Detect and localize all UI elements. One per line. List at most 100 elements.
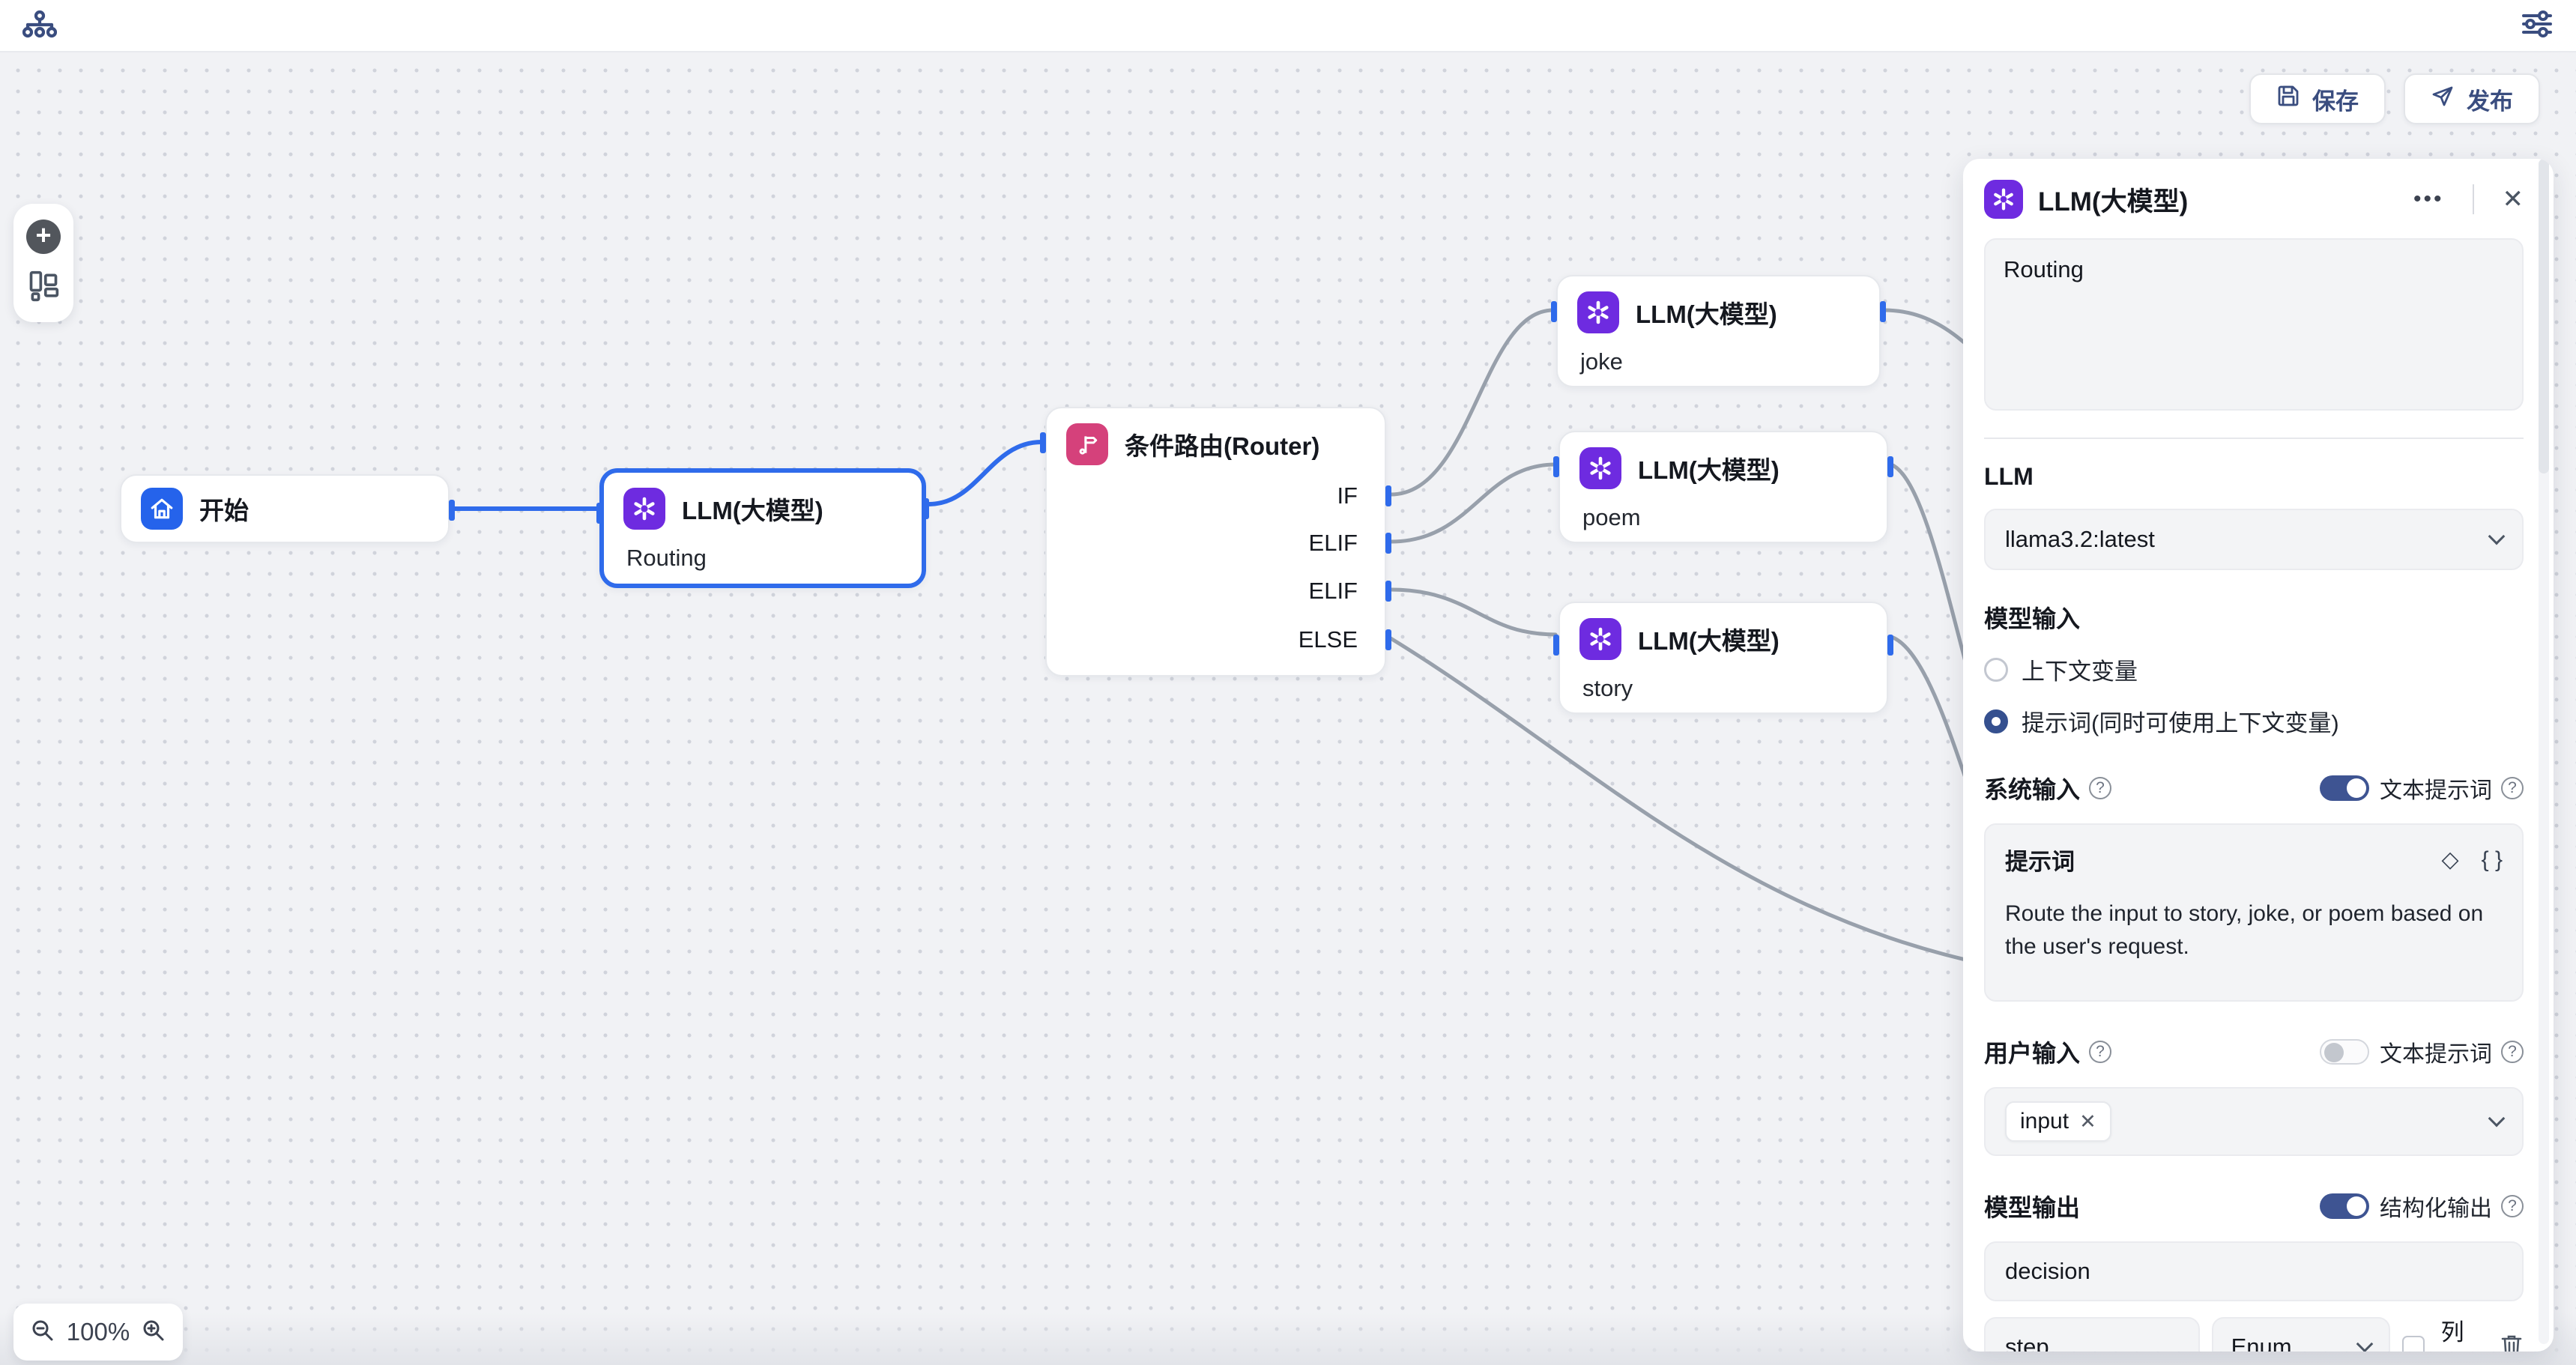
add-node-button[interactable]: + — [26, 220, 61, 254]
help-icon[interactable]: ? — [2089, 1041, 2112, 1063]
help-icon[interactable]: ? — [2501, 1041, 2524, 1063]
radio-context-variable[interactable]: 上下文变量 — [1984, 653, 2524, 686]
output-handle[interactable] — [923, 498, 929, 519]
auto-layout-button[interactable] — [27, 270, 60, 306]
user-input-label: 用户输入 — [1984, 1040, 2081, 1067]
prompt-label: 提示词 — [2005, 849, 2075, 875]
node-subtitle: story — [1582, 675, 1633, 701]
system-input-label: 系统输入 — [1984, 776, 2081, 803]
node-start[interactable]: 开始 — [120, 474, 455, 543]
publish-icon — [2431, 84, 2455, 114]
zoom-in-icon[interactable] — [141, 1318, 166, 1347]
input-variable-chip[interactable]: input ✕ — [2005, 1101, 2111, 1142]
input-handle[interactable] — [596, 503, 602, 524]
zoom-out-icon[interactable] — [30, 1318, 55, 1347]
user-input-select[interactable]: input ✕ — [1984, 1087, 2524, 1156]
field-type-select[interactable]: Enum — [2211, 1317, 2390, 1352]
node-llm-joke[interactable]: LLM(大模型) joke — [1551, 275, 1886, 387]
edge-elif-poem — [1388, 462, 1558, 544]
user-text-prompt-toggle[interactable] — [2320, 1039, 2369, 1065]
radio-prompt[interactable]: 提示词(同时可使用上下文变量) — [1984, 704, 2524, 738]
system-text-prompt-toggle[interactable] — [2320, 775, 2369, 801]
chevron-down-icon — [2488, 1110, 2506, 1128]
llm-icon — [1579, 618, 1621, 660]
panel-title: LLM(大模型) — [2038, 187, 2189, 217]
llm-section-label: LLM — [1984, 463, 2034, 490]
structured-output-toggle[interactable] — [2320, 1193, 2369, 1219]
output-handle[interactable] — [1887, 635, 1893, 656]
node-title: 条件路由(Router) — [1125, 432, 1320, 460]
output-handle[interactable] — [1880, 301, 1886, 322]
output-handle[interactable] — [449, 500, 455, 521]
canvas-toolbar: + — [13, 204, 73, 322]
input-handle[interactable] — [1553, 635, 1559, 656]
node-subtitle: joke — [1580, 348, 1623, 375]
output-handle-if[interactable] — [1385, 485, 1391, 506]
node-subtitle: poem — [1582, 504, 1641, 530]
edge-routing-router — [927, 440, 1044, 506]
field-name-input[interactable]: step — [1984, 1317, 2200, 1352]
top-bar — [0, 0, 2576, 52]
node-llm-poem[interactable]: LLM(大模型) poem — [1553, 431, 1893, 543]
edge-if-joke — [1388, 308, 1555, 497]
settings-sliders-icon[interactable] — [2521, 10, 2554, 42]
branch-if: IF — [1337, 482, 1358, 509]
chevron-down-icon — [2356, 1335, 2373, 1352]
close-icon[interactable]: ✕ — [2502, 185, 2524, 214]
output-name-input[interactable]: decision — [1984, 1241, 2524, 1301]
divider — [1984, 438, 2524, 439]
radio-selected-icon — [1984, 709, 2008, 733]
edge-else-out — [1388, 636, 2040, 976]
publish-button[interactable]: 发布 — [2404, 73, 2540, 124]
more-menu-icon[interactable]: ••• — [2413, 187, 2444, 211]
zoom-level: 100% — [66, 1318, 130, 1346]
system-prompt-box[interactable]: 提示词 ◇ { } Route the input to story, joke… — [1984, 823, 2524, 1002]
zoom-controls: 100% — [13, 1304, 183, 1361]
node-title: LLM(大模型) — [1638, 627, 1780, 655]
node-config-panel: LLM(大模型) ••• ✕ Routing LLM llama3.2:late… — [1963, 159, 2554, 1352]
node-llm-routing[interactable]: LLM(大模型) Routing — [596, 468, 929, 588]
model-input-label: 模型输入 — [1984, 605, 2081, 632]
llm-icon — [623, 488, 665, 530]
divider — [2472, 184, 2474, 214]
save-button[interactable]: 保存 — [2249, 73, 2386, 124]
list-checkbox-label: 列表 — [2440, 1319, 2464, 1346]
panel-scrollbar-thumb[interactable] — [2539, 159, 2549, 473]
node-title: 开始 — [199, 497, 249, 524]
list-checkbox[interactable] — [2401, 1336, 2425, 1352]
input-handle[interactable] — [1551, 301, 1557, 322]
edge-elif-story — [1388, 587, 1558, 637]
home-icon — [141, 488, 183, 530]
branch-elif-2: ELIF — [1308, 578, 1358, 604]
model-output-label: 模型输出 — [1984, 1194, 2081, 1221]
model-select[interactable]: llama3.2:latest — [1984, 509, 2524, 570]
llm-icon — [1579, 447, 1621, 489]
input-handle[interactable] — [1553, 456, 1559, 477]
node-title: LLM(大模型) — [682, 497, 823, 524]
node-llm-story[interactable]: LLM(大模型) story — [1553, 602, 1893, 714]
delete-field-icon[interactable] — [2500, 1333, 2524, 1352]
workflow-logo-icon[interactable] — [22, 9, 58, 43]
llm-icon — [1577, 291, 1619, 333]
output-handle-elif[interactable] — [1385, 533, 1391, 554]
label-tag-icon[interactable]: ◇ — [2441, 847, 2459, 872]
help-icon[interactable]: ? — [2089, 777, 2112, 799]
node-router[interactable]: 条件路由(Router) IF ELIF ELIF ELSE — [1040, 407, 1391, 677]
help-icon[interactable]: ? — [2501, 1195, 2524, 1217]
help-icon[interactable]: ? — [2501, 777, 2524, 799]
remove-tag-icon[interactable]: ✕ — [2079, 1110, 2096, 1133]
chevron-down-icon — [2488, 527, 2506, 545]
output-handle-else[interactable] — [1385, 629, 1391, 650]
output-handle[interactable] — [1887, 456, 1893, 477]
node-subtitle: Routing — [626, 545, 707, 571]
prompt-text[interactable]: Route the input to story, joke, or poem … — [2005, 901, 2484, 959]
branch-else: ELSE — [1298, 626, 1358, 653]
signpost-icon — [1066, 423, 1108, 465]
input-handle[interactable] — [1040, 432, 1046, 453]
radio-icon — [1984, 657, 2008, 682]
braces-icon[interactable]: { } — [2481, 847, 2503, 872]
output-handle-elif-2[interactable] — [1385, 581, 1391, 602]
llm-icon — [1984, 180, 2023, 219]
node-description-input[interactable]: Routing — [1984, 238, 2524, 411]
